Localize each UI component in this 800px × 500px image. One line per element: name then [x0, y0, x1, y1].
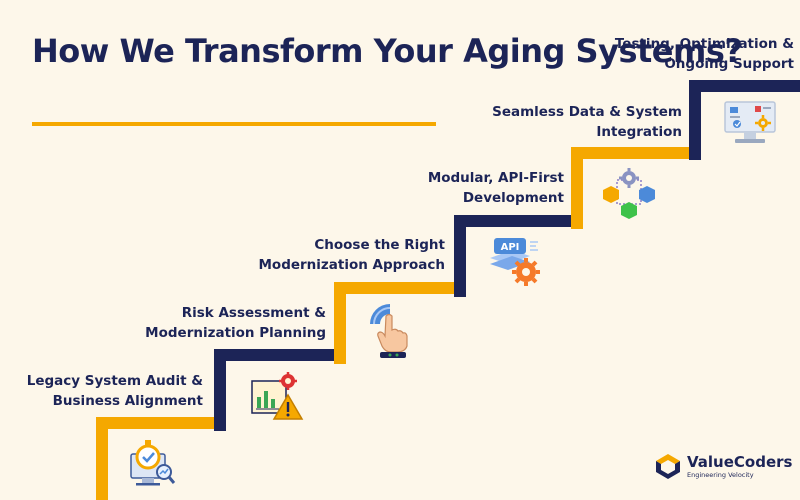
svg-text:API: API	[501, 242, 520, 253]
step-line-6	[689, 80, 800, 160]
step-5-label: Seamless Data & System Integration	[492, 104, 682, 140]
step-line-5	[571, 147, 689, 229]
step-line-2	[214, 349, 334, 431]
step-line-3	[334, 282, 454, 364]
page-title: How We Transform Your Aging Systems?	[32, 32, 743, 70]
step-line-4	[454, 215, 571, 297]
monitor-testing-icon	[724, 101, 776, 143]
step-1-label: Legacy System Audit & Business Alignment	[26, 373, 203, 409]
brand-name: ValueCoders	[687, 452, 793, 471]
step-4-label: Modular, API-First Development	[427, 170, 564, 206]
integration-cubes-icon	[603, 168, 655, 219]
title-underline	[32, 122, 436, 126]
audit-stopwatch-magnifier-icon	[130, 440, 176, 486]
valuecoders-logo-icon	[656, 454, 680, 479]
step-6-label: Testing, Optimization & Ongoing Support	[614, 36, 794, 72]
touch-pointer-icon	[370, 304, 408, 358]
brand-logo: ValueCoders Engineering Velocity	[655, 453, 792, 479]
step-line-1	[96, 417, 214, 500]
step-3-label: Choose the Right Modernization Approach	[258, 237, 446, 273]
step-2-label: Risk Assessment & Modernization Planning	[145, 305, 326, 341]
risk-chart-warning-icon	[251, 372, 304, 420]
brand-tagline: Engineering Velocity	[687, 470, 754, 479]
api-gear-icon: API	[490, 238, 540, 286]
